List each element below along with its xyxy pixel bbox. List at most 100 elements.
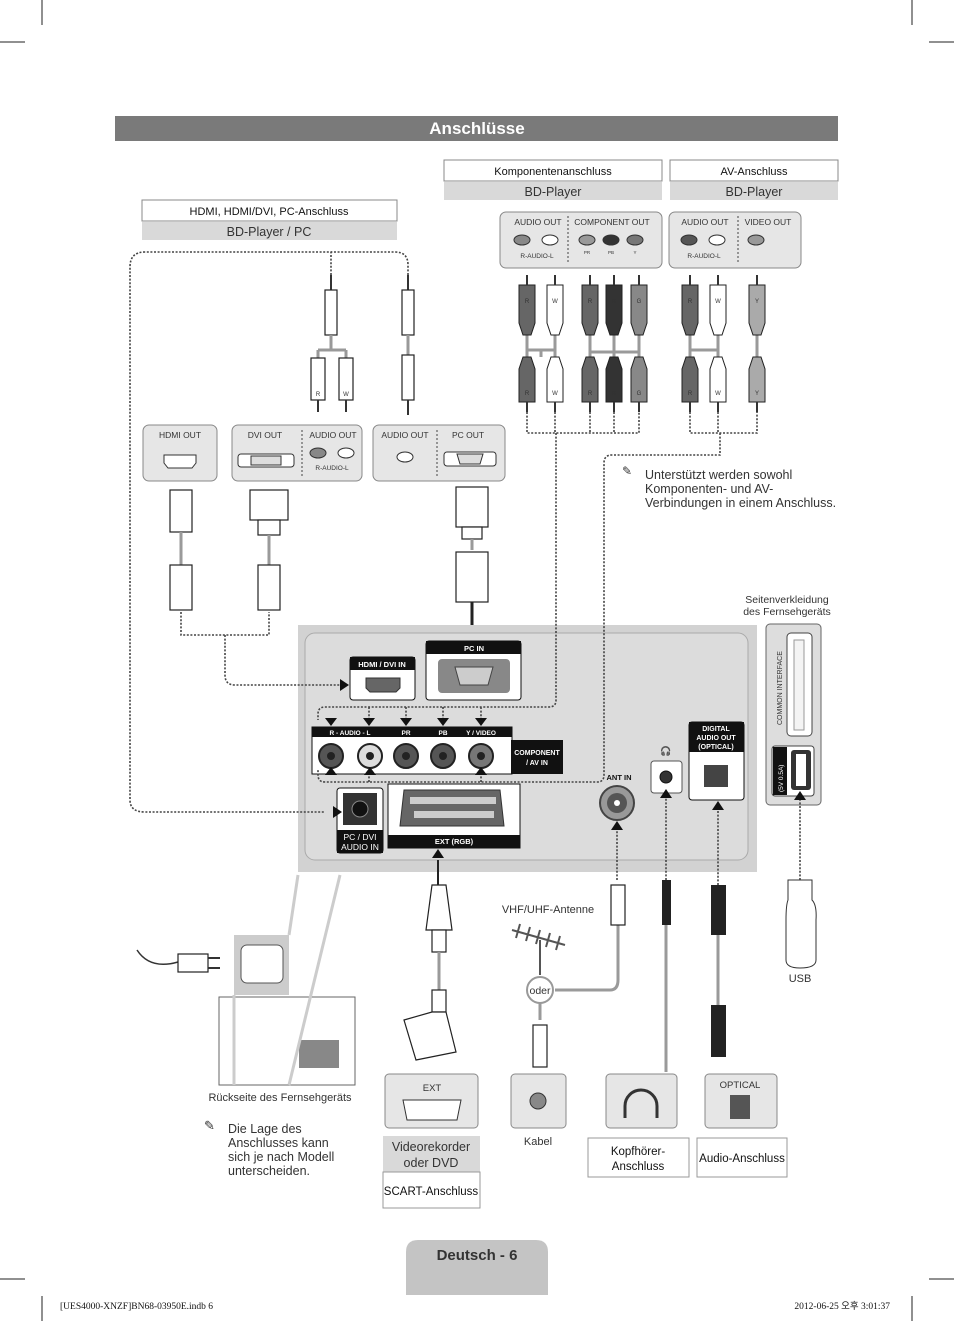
- rca-plug: [630, 356, 648, 403]
- svg-text:Audio-Anschluss: Audio-Anschluss: [699, 1153, 785, 1165]
- section-device: BD-Player / PC: [227, 225, 312, 239]
- note-combined-line: Verbindungen in einem Anschluss.: [645, 496, 836, 510]
- audio-cable-plugs: R W: [310, 275, 415, 415]
- ext-device-box: EXT Videorekorder oder DVD SCART-Anschlu…: [382, 1073, 481, 1209]
- plug-label: B: [612, 299, 616, 305]
- tv-side-panel: COMMON INTERFACE (5V 0.5A): [765, 623, 822, 806]
- component-out-panel: AUDIO OUT COMPONENT OUT R-AUDIO-L PR PB …: [499, 211, 663, 269]
- svg-text:DVI OUT: DVI OUT: [248, 430, 282, 440]
- svg-text:Kabel: Kabel: [524, 1136, 552, 1148]
- pc-in-port[interactable]: PC IN: [425, 640, 522, 701]
- plug-label: R: [525, 299, 530, 305]
- ext-rgb-scart-port[interactable]: EXT (RGB): [387, 783, 521, 849]
- svg-text:(OPTICAL): (OPTICAL): [698, 744, 733, 751]
- rca-plug: [546, 284, 564, 336]
- side-panel-caption: Seitenverkleidung: [745, 594, 829, 606]
- side-panel-caption: des Fernsehgeräts: [743, 606, 831, 618]
- usb-stick-icon: [785, 879, 817, 969]
- section-device: BD-Player: [525, 185, 582, 199]
- svg-text:OPTICAL: OPTICAL: [720, 1080, 761, 1091]
- headphones-icon: [623, 1088, 659, 1118]
- svg-text:(5V 0.5A): (5V 0.5A): [778, 765, 785, 792]
- svg-text:HDMI OUT: HDMI OUT: [159, 430, 201, 440]
- svg-text:ANT IN: ANT IN: [607, 773, 632, 782]
- svg-text:W: W: [343, 392, 349, 398]
- note-location-line: Anschlusses kann: [228, 1136, 329, 1150]
- note-combined-line: Komponenten- und AV-: [645, 482, 773, 496]
- section-component-header: Komponentenanschluss BD-Player: [443, 159, 663, 200]
- note-location-line: sich je nach Modell: [228, 1150, 334, 1164]
- svg-text:Y: Y: [633, 250, 636, 255]
- footer-timestamp: 2012-06-25 오후 3:01:37: [794, 1301, 890, 1312]
- svg-text:EXT (RGB): EXT (RGB): [435, 837, 474, 846]
- svg-text:Kopfhörer-: Kopfhörer-: [611, 1146, 666, 1158]
- svg-text:HDMI / DVI IN: HDMI / DVI IN: [358, 660, 406, 669]
- component-av-in-ports[interactable]: R - AUDIO - L PR PB Y / VIDEO COMPONENT …: [311, 726, 563, 775]
- rca-plug: [630, 284, 648, 336]
- rca-plug: [581, 356, 599, 403]
- oder-label: oder: [529, 985, 551, 997]
- svg-text:COMMON INTERFACE: COMMON INTERFACE: [777, 651, 784, 725]
- svg-text:R-AUDIO-L: R-AUDIO-L: [687, 253, 721, 260]
- rca-plug: [605, 284, 623, 336]
- tv-rear-panel: HDMI / DVI IN PC IN R - AUDIO - L PR PB …: [298, 625, 757, 872]
- rca-plug: [748, 356, 766, 403]
- pc-out-panel: AUDIO OUT PC OUT: [372, 424, 506, 482]
- svg-text:AUDIO OUT: AUDIO OUT: [309, 430, 356, 440]
- ant-in-port[interactable]: ANT IN: [599, 773, 635, 821]
- headphone-device-box: Kopfhörer- Anschluss: [587, 1073, 690, 1178]
- plug-label: G: [637, 299, 642, 305]
- optical-plug: [711, 1005, 726, 1057]
- svg-text:PC OUT: PC OUT: [452, 430, 484, 440]
- antenna-icon: [511, 923, 566, 975]
- plug-label: R: [588, 299, 593, 305]
- svg-text:AUDIO OUT: AUDIO OUT: [381, 430, 428, 440]
- svg-text:PR: PR: [401, 730, 410, 737]
- svg-text:SCART-Anschluss: SCART-Anschluss: [384, 1186, 479, 1198]
- rca-cable: [525, 335, 759, 357]
- svg-text:DIGITAL: DIGITAL: [702, 726, 730, 733]
- svg-text:PB: PB: [608, 250, 614, 255]
- plug-label: Y: [755, 391, 759, 397]
- svg-text:AUDIO OUT: AUDIO OUT: [681, 217, 728, 227]
- svg-text:/ AV IN: / AV IN: [526, 760, 548, 767]
- rca-plug: [546, 356, 564, 403]
- section-title: Komponentenanschluss: [494, 166, 612, 178]
- section-av-header: AV-Anschluss BD-Player: [669, 159, 839, 200]
- note-location-line: Die Lage des: [228, 1122, 302, 1136]
- svg-text:PC IN: PC IN: [464, 644, 484, 653]
- video-cable-plugs: [169, 486, 489, 638]
- plug-label: B: [612, 391, 616, 397]
- svg-text:Anschluss: Anschluss: [612, 1161, 665, 1173]
- pc-dvi-audio-in-port[interactable]: PC / DVI AUDIO IN: [336, 787, 384, 854]
- digital-audio-out-optical-port[interactable]: DIGITAL AUDIO OUT (OPTICAL): [688, 721, 745, 801]
- rca-plug: [681, 284, 699, 336]
- svg-text:R: R: [316, 392, 321, 398]
- rca-plug: [518, 356, 536, 403]
- svg-text:AUDIO OUT: AUDIO OUT: [514, 217, 561, 227]
- section-hdmi-header: HDMI, HDMI/DVI, PC-Anschluss BD-Player /…: [141, 199, 398, 240]
- rca-plug: [709, 284, 727, 336]
- rca-jack-icon: [513, 234, 644, 246]
- svg-text:VIDEO OUT: VIDEO OUT: [745, 217, 792, 227]
- rca-plug: [748, 284, 766, 336]
- section-title: AV-Anschluss: [720, 166, 788, 178]
- note-icon: ✎: [622, 464, 632, 478]
- svg-text:PR: PR: [584, 250, 591, 255]
- plug-label: Y: [755, 299, 759, 305]
- footer-file: [UES4000-XNZF]BN68-03950E.indb 6: [60, 1302, 213, 1312]
- hdmi-port-icon: [163, 454, 197, 469]
- headphone-plug: [662, 880, 671, 925]
- hdmi-out-panel: HDMI OUT: [142, 424, 218, 482]
- hdmi-dvi-in-port[interactable]: HDMI / DVI IN: [349, 656, 416, 701]
- plug-label: R: [688, 299, 693, 305]
- svg-text:R - AUDIO - L: R - AUDIO - L: [330, 730, 371, 737]
- svg-text:R-AUDIO-L: R-AUDIO-L: [315, 465, 349, 472]
- plug-label: W: [552, 299, 558, 305]
- plug-label: R: [525, 391, 530, 397]
- rca-plug: [605, 356, 623, 403]
- svg-text:AUDIO OUT: AUDIO OUT: [696, 735, 736, 742]
- plug-label: R: [588, 391, 593, 397]
